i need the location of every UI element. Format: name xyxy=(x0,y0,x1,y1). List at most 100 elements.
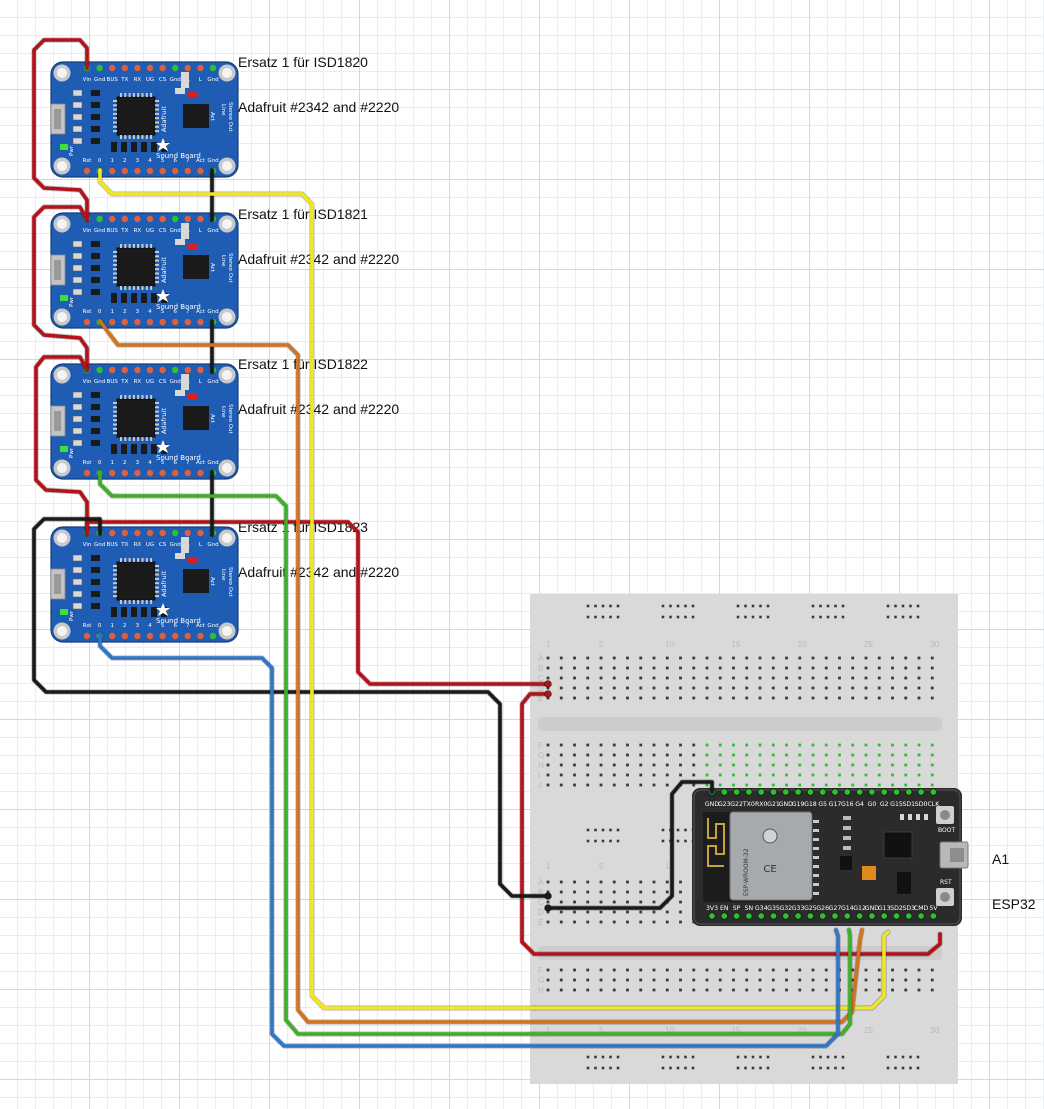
soundboard-pin[interactable] xyxy=(197,366,204,374)
esp32-pin[interactable] xyxy=(868,788,876,796)
soundboard-pin[interactable] xyxy=(184,632,191,640)
esp32-pin[interactable] xyxy=(856,912,864,920)
boot-button-cap[interactable] xyxy=(940,810,950,820)
soundboard-pin[interactable] xyxy=(134,366,141,374)
soundboard-pin[interactable] xyxy=(146,318,154,326)
esp32-pin[interactable] xyxy=(868,912,876,920)
soundboard-pin[interactable] xyxy=(172,64,179,72)
esp32-pin[interactable] xyxy=(806,912,814,920)
esp32-pin[interactable] xyxy=(733,912,741,920)
soundboard-pin[interactable] xyxy=(134,64,141,72)
soundboard-pin[interactable] xyxy=(146,469,154,477)
esp32-pin[interactable] xyxy=(769,788,777,796)
soundboard-pin[interactable] xyxy=(172,167,179,175)
esp32-pin[interactable] xyxy=(757,788,765,796)
soundboard-pin[interactable] xyxy=(209,632,217,640)
soundboard-2[interactable]: VinGndBUSTXRXUGCSGndRLGndRst01234567ActG… xyxy=(50,212,239,329)
esp32-pin[interactable] xyxy=(745,912,753,920)
esp32-pin[interactable] xyxy=(929,788,937,796)
soundboard-pin[interactable] xyxy=(146,64,154,72)
soundboard-pin[interactable] xyxy=(197,529,204,537)
soundboard-pin[interactable] xyxy=(83,318,91,326)
soundboard-pin[interactable] xyxy=(109,167,116,175)
esp32-pin[interactable] xyxy=(843,912,851,920)
esp32-pin[interactable] xyxy=(843,788,851,796)
esp32-pin[interactable] xyxy=(892,788,900,796)
esp32-pin[interactable] xyxy=(733,788,741,796)
soundboard-1[interactable]: VinGndBUSTXRXUGCSGndRLGndRst01234567ActG… xyxy=(50,61,239,178)
soundboard-pin[interactable] xyxy=(172,469,179,477)
soundboard-pin[interactable] xyxy=(159,64,166,72)
esp32-pin[interactable] xyxy=(769,912,777,920)
soundboard-pin[interactable] xyxy=(134,318,141,326)
esp32-pin[interactable] xyxy=(708,912,716,920)
soundboard-pin[interactable] xyxy=(121,318,128,326)
soundboard-pin[interactable] xyxy=(96,215,103,223)
esp32-pin[interactable] xyxy=(757,912,765,920)
soundboard-pin[interactable] xyxy=(159,469,166,477)
esp32-pin[interactable] xyxy=(782,912,790,920)
soundboard-pin[interactable] xyxy=(109,529,116,537)
soundboard-pin[interactable] xyxy=(134,167,141,175)
soundboard-pin[interactable] xyxy=(146,366,154,374)
soundboard-pin[interactable] xyxy=(146,529,154,537)
soundboard-pin[interactable] xyxy=(172,529,179,537)
soundboard-pin[interactable] xyxy=(121,469,128,477)
soundboard-pin[interactable] xyxy=(159,632,166,640)
soundboard-pin[interactable] xyxy=(146,167,154,175)
soundboard-pin[interactable] xyxy=(159,366,166,374)
soundboard-pin[interactable] xyxy=(172,318,179,326)
soundboard-pin[interactable] xyxy=(197,167,204,175)
esp32-pin[interactable] xyxy=(856,788,864,796)
esp32-pin[interactable] xyxy=(880,912,888,920)
soundboard-pin[interactable] xyxy=(184,318,191,326)
soundboard-pin[interactable] xyxy=(83,167,91,175)
esp32-pin[interactable] xyxy=(819,788,827,796)
soundboard-pin[interactable] xyxy=(121,366,128,374)
soundboard-3[interactable]: VinGndBUSTXRXUGCSGndRLGndRst01234567ActG… xyxy=(50,363,239,480)
soundboard-pin[interactable] xyxy=(134,529,141,537)
soundboard-pin[interactable] xyxy=(197,215,204,223)
esp32-pin[interactable] xyxy=(917,912,925,920)
soundboard-pin[interactable] xyxy=(134,215,141,223)
soundboard-4[interactable]: VinGndBUSTXRXUGCSGndRLGndRst01234567ActG… xyxy=(50,526,239,643)
soundboard-pin[interactable] xyxy=(109,366,116,374)
soundboard-pin[interactable] xyxy=(159,318,166,326)
rst-button-cap[interactable] xyxy=(940,892,950,902)
soundboard-pin[interactable] xyxy=(109,215,116,223)
soundboard-pin[interactable] xyxy=(109,469,116,477)
soundboard-pin[interactable] xyxy=(197,632,204,640)
esp32-pin[interactable] xyxy=(794,788,802,796)
soundboard-pin[interactable] xyxy=(121,215,128,223)
esp32-pin[interactable] xyxy=(720,912,728,920)
soundboard-pin[interactable] xyxy=(184,469,191,477)
soundboard-pin[interactable] xyxy=(121,167,128,175)
esp32-pin[interactable] xyxy=(794,912,802,920)
soundboard-pin[interactable] xyxy=(197,64,204,72)
esp32-pin[interactable] xyxy=(917,788,925,796)
soundboard-pin[interactable] xyxy=(172,632,179,640)
soundboard-pin[interactable] xyxy=(96,64,103,72)
soundboard-pin[interactable] xyxy=(197,469,204,477)
esp32-pin[interactable] xyxy=(720,788,728,796)
soundboard-pin[interactable] xyxy=(184,529,191,537)
soundboard-pin[interactable] xyxy=(134,469,141,477)
soundboard-pin[interactable] xyxy=(184,167,191,175)
soundboard-pin[interactable] xyxy=(159,529,166,537)
esp32-pin[interactable] xyxy=(905,912,913,920)
soundboard-pin[interactable] xyxy=(172,366,179,374)
soundboard-pin[interactable] xyxy=(184,366,191,374)
esp32-pin[interactable] xyxy=(819,912,827,920)
soundboard-pin[interactable] xyxy=(109,64,116,72)
esp32-pin[interactable] xyxy=(831,788,839,796)
esp32-pin[interactable] xyxy=(782,788,790,796)
soundboard-pin[interactable] xyxy=(121,529,128,537)
soundboard-pin[interactable] xyxy=(83,632,91,640)
esp32-pin[interactable] xyxy=(905,788,913,796)
soundboard-pin[interactable] xyxy=(121,64,128,72)
esp32-pin[interactable] xyxy=(929,912,937,920)
soundboard-pin[interactable] xyxy=(121,632,128,640)
esp32-pin[interactable] xyxy=(831,912,839,920)
soundboard-pin[interactable] xyxy=(109,318,116,326)
